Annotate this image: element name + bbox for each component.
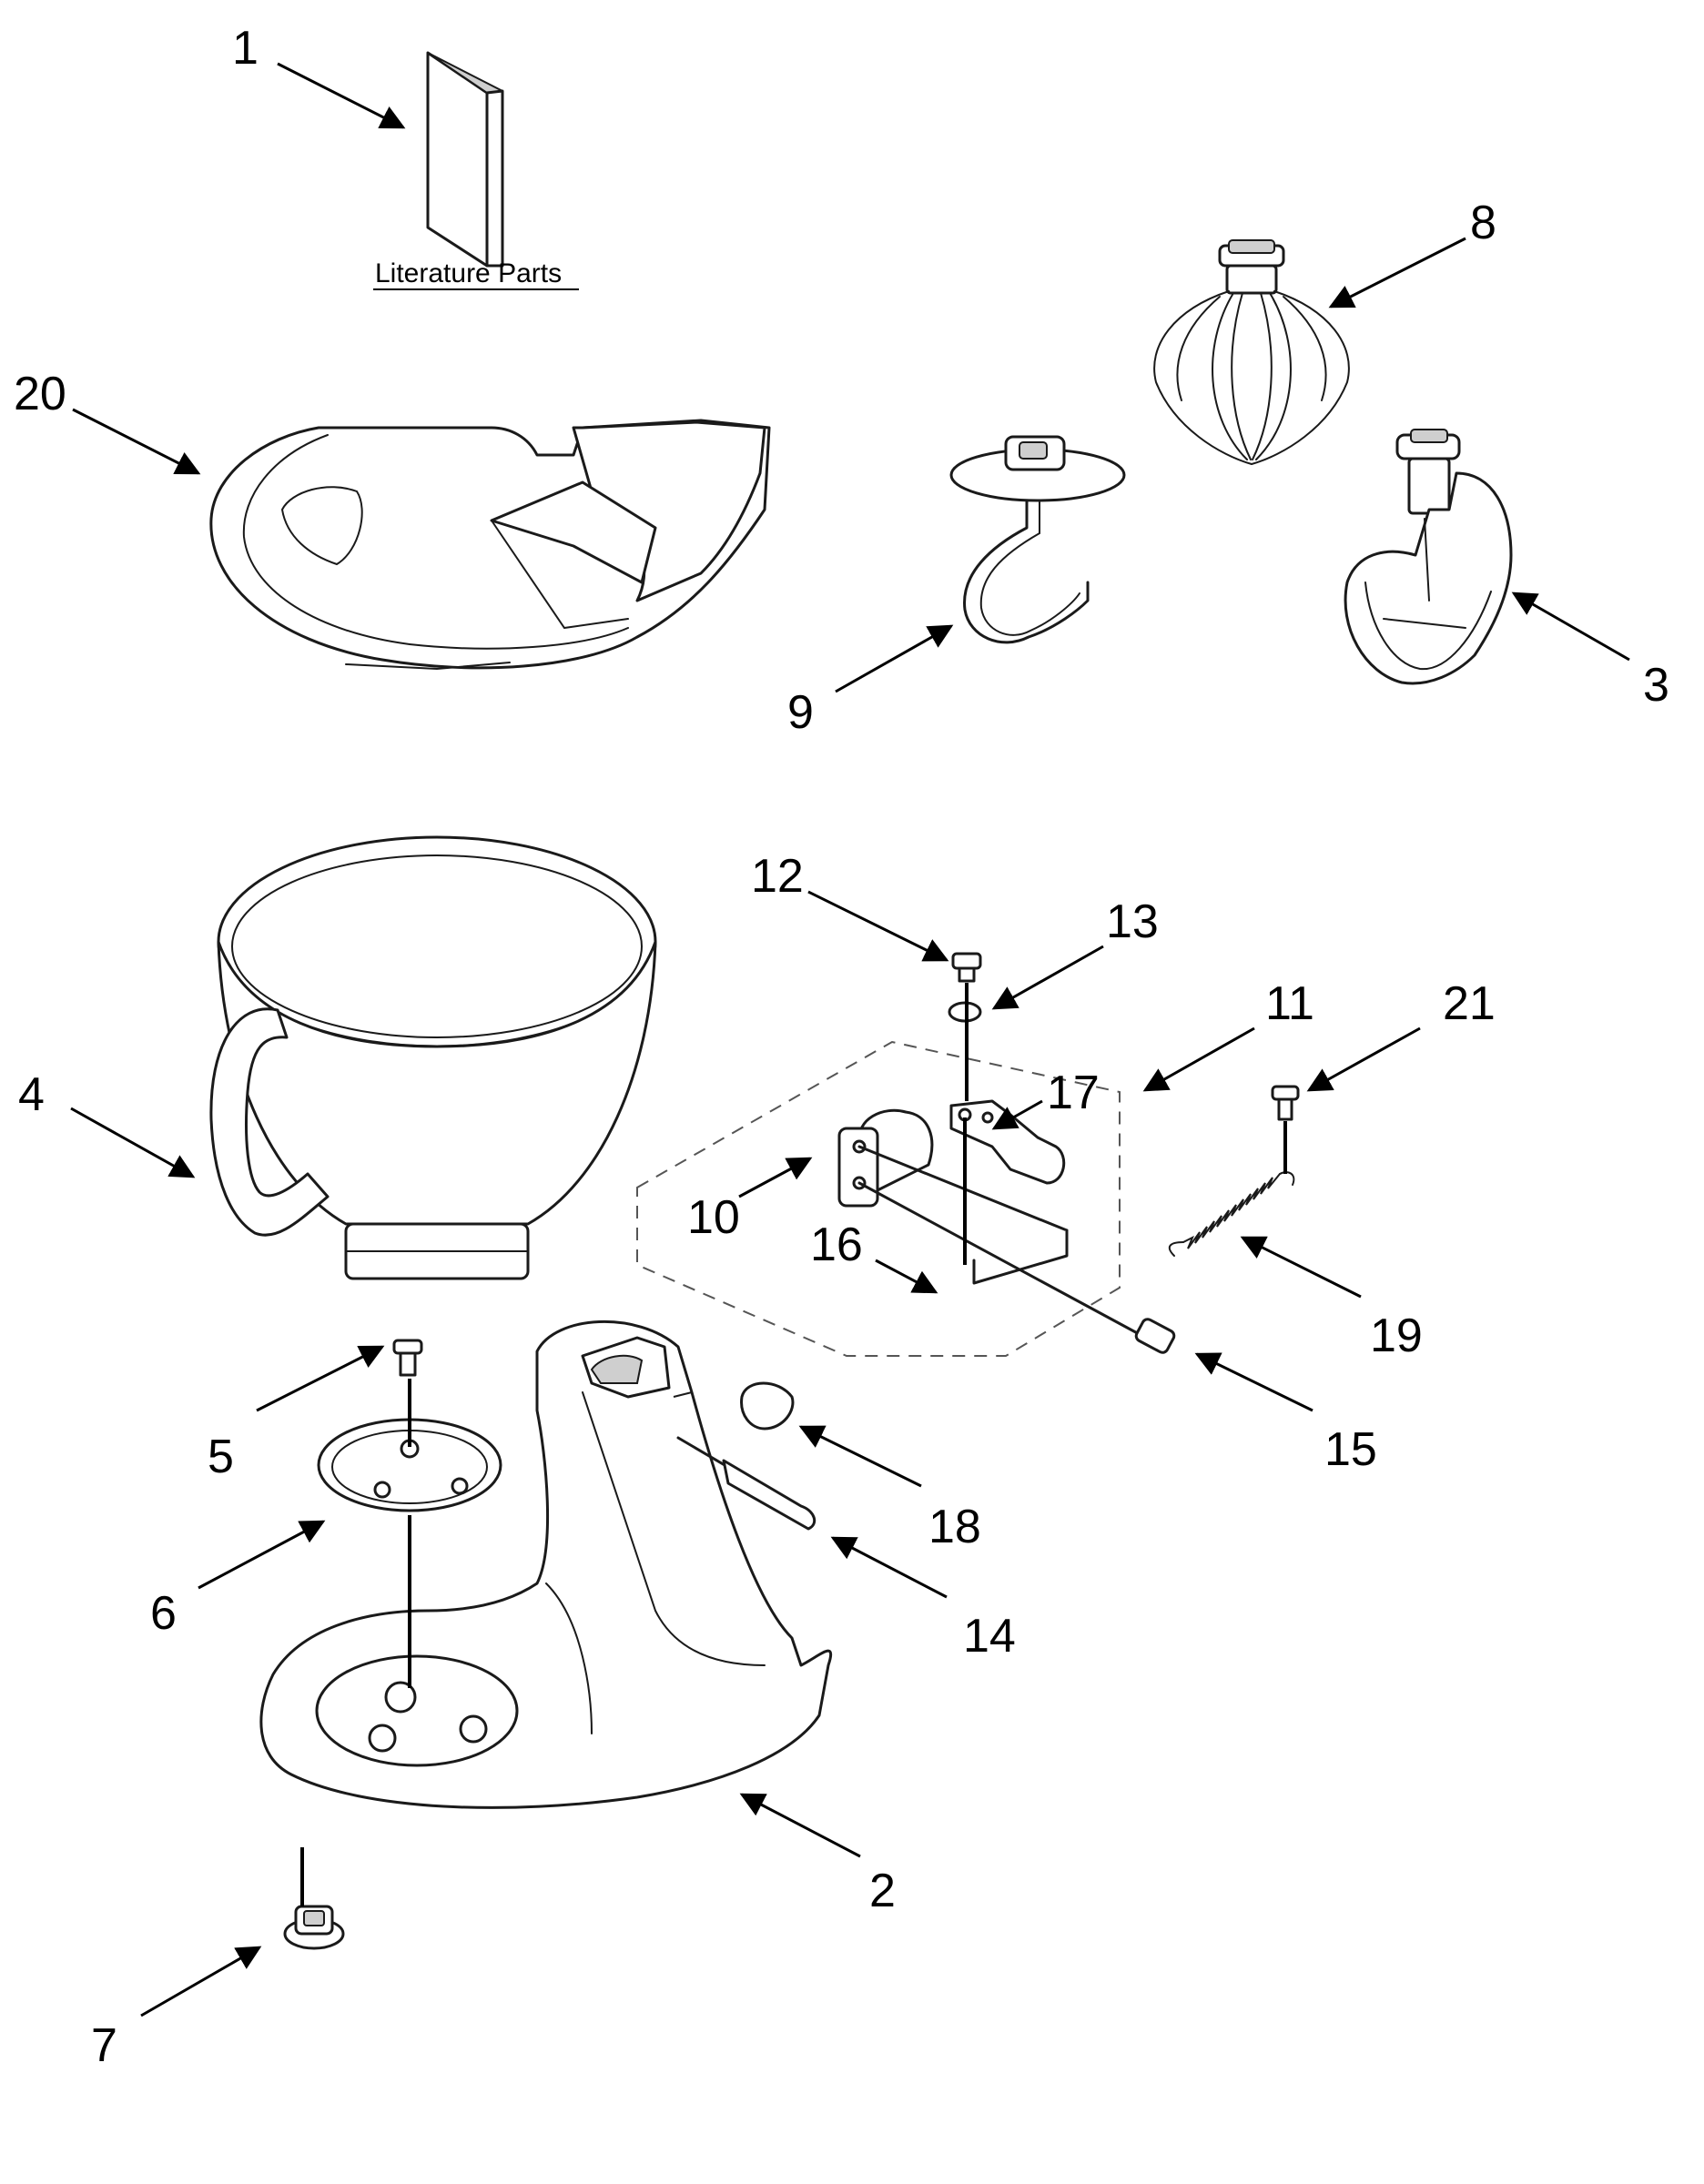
leader-6 (198, 1520, 326, 1590)
leader-4 (70, 1107, 196, 1178)
rubber-foot (283, 1905, 345, 1950)
leader-15 (1194, 1352, 1314, 1412)
spring-screw (1271, 1085, 1300, 1121)
dough-hook (949, 435, 1126, 644)
callout-18: 18 (928, 1501, 981, 1553)
callout-4: 4 (18, 1068, 45, 1121)
lever-screw (951, 952, 982, 983)
leader-9 (835, 624, 954, 693)
flat-beater (1344, 429, 1513, 685)
leader-8 (1328, 237, 1466, 308)
leader-19 (1240, 1236, 1362, 1299)
callout-19: 19 (1370, 1309, 1423, 1362)
leader-10 (738, 1157, 813, 1198)
callout-9: 9 (787, 686, 814, 739)
literature-parts-caption: Literature Parts (375, 258, 562, 288)
callout-5: 5 (208, 1431, 234, 1483)
callout-13: 13 (1106, 895, 1159, 948)
leader-11 (1142, 1026, 1255, 1092)
callout-17: 17 (1047, 1067, 1100, 1119)
leader-18 (798, 1425, 922, 1488)
hinge-pin (857, 1181, 1176, 1354)
callout-14: 14 (963, 1610, 1016, 1663)
callout-21: 21 (1443, 977, 1496, 1030)
leader-2 (739, 1793, 861, 1858)
leader-3 (1511, 592, 1630, 662)
callout-20: 20 (14, 368, 66, 420)
leader-1 (277, 62, 406, 129)
leader-13 (991, 945, 1104, 1010)
callout-16: 16 (810, 1218, 863, 1271)
leader-5 (256, 1345, 385, 1412)
callout-8: 8 (1470, 197, 1496, 249)
callout-1: 1 (232, 22, 259, 75)
leader-7 (140, 1946, 262, 2017)
callout-7: 7 (91, 2019, 117, 2072)
callout-2: 2 (869, 1865, 896, 1917)
leader-21 (1306, 1026, 1421, 1092)
pivot-pin (676, 1436, 816, 1531)
leader-20 (72, 408, 201, 475)
clamp-screw (392, 1339, 423, 1377)
leader-14 (830, 1536, 948, 1599)
callout-10: 10 (687, 1191, 740, 1244)
callout-6: 6 (150, 1587, 177, 1640)
callout-11: 11 (1265, 977, 1314, 1030)
leader-16 (875, 1259, 938, 1294)
pin-lock (740, 1381, 795, 1431)
leader-12 (807, 890, 949, 962)
pouring-shield (209, 419, 771, 671)
leader-17 (991, 1099, 1043, 1130)
callout-15: 15 (1324, 1423, 1377, 1476)
extension-spring (1168, 1171, 1295, 1257)
literature-booklet (373, 51, 579, 290)
callout-3: 3 (1643, 659, 1669, 712)
wire-whip (1153, 239, 1350, 465)
mixing-bowl (209, 835, 657, 1280)
callout-12: 12 (751, 850, 804, 903)
